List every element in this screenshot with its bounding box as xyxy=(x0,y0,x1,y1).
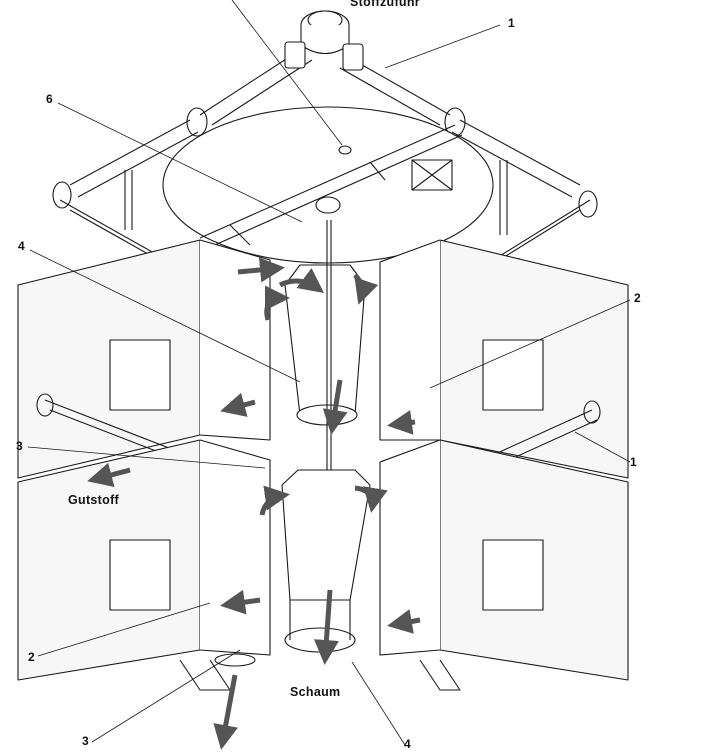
ref-6: 6 xyxy=(46,92,53,106)
ref-1-top: 1 xyxy=(508,16,515,30)
tank-base xyxy=(179,653,461,691)
outflow-arrow-left-lower xyxy=(220,589,261,615)
ref-4-bottom: 4 xyxy=(404,737,411,751)
ref-3-left: 3 xyxy=(16,439,23,453)
ref-3-bottom: 3 xyxy=(82,734,89,748)
accept-outflow-arrow xyxy=(87,462,131,487)
foam-label: Schaum xyxy=(290,685,341,699)
swirl-arrow-5 xyxy=(354,485,388,513)
accept-label: Gutstoff xyxy=(68,493,119,507)
ref-2-left: 2 xyxy=(28,650,35,664)
feed-distributor-hub xyxy=(284,10,364,71)
feed-label: Stoffzufuhr xyxy=(350,0,420,9)
outflow-arrow-right-upper xyxy=(387,410,416,435)
ref-1-right: 1 xyxy=(630,455,637,469)
ref-4-left: 4 xyxy=(18,239,25,253)
outflow-arrow-right-lower xyxy=(387,609,421,634)
lower-cell-housing xyxy=(17,439,629,681)
upper-cell-housing xyxy=(17,239,629,479)
flow-arrows xyxy=(87,257,421,750)
downflow-arrow-upper xyxy=(322,379,348,435)
tank-top-cover xyxy=(162,106,494,264)
leader-lines xyxy=(27,0,631,746)
outflow-arrow-left-upper xyxy=(220,392,256,417)
swirl-arrow-1 xyxy=(278,268,325,293)
inflow-arrow-left xyxy=(237,257,285,283)
swirl-arrow-4 xyxy=(259,485,290,516)
ref-2-right: 2 xyxy=(634,291,641,305)
bottom-drain-arrow xyxy=(213,674,238,750)
swirl-arrow-2 xyxy=(353,273,379,305)
foam-downflow-arrow xyxy=(313,589,339,665)
swirl-arrow-3 xyxy=(264,285,290,321)
